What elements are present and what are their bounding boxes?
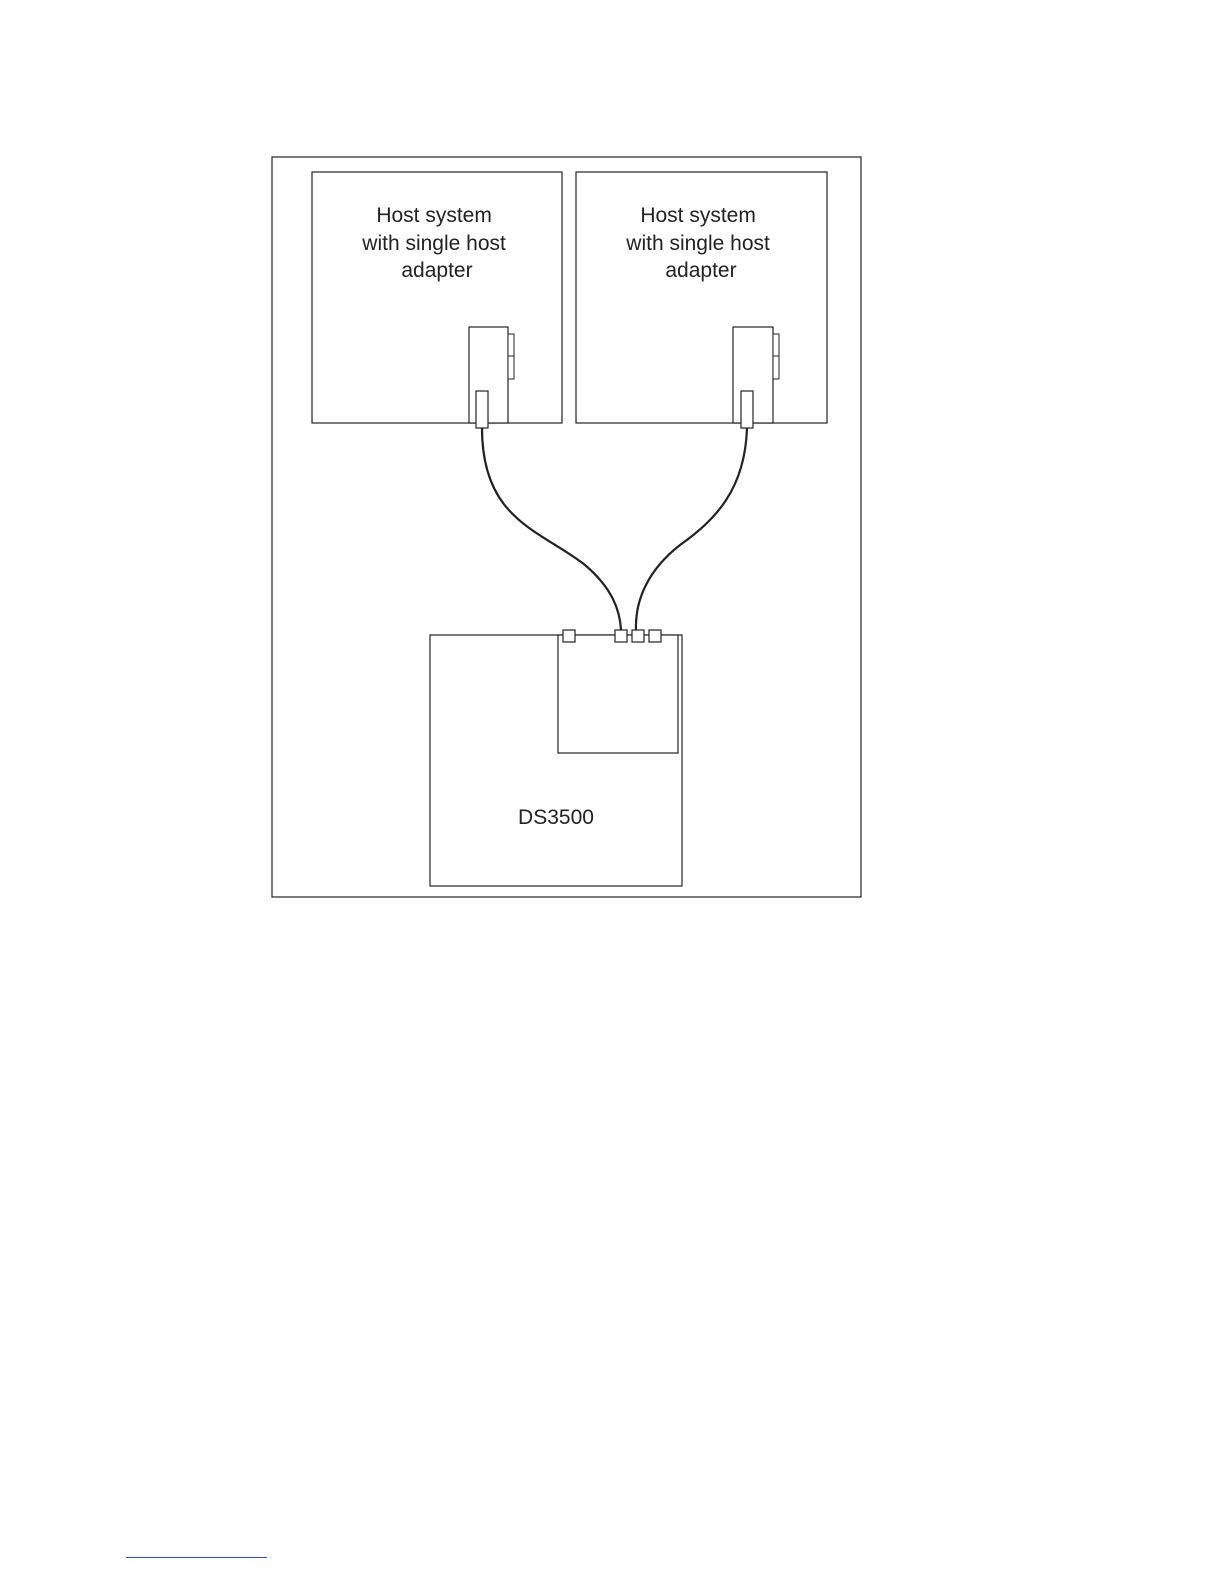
host-2-adapter-port: [741, 391, 753, 428]
host-2-label-line-3: adapter: [665, 259, 736, 282]
footer-rule: [126, 1557, 267, 1558]
host-system-1: Host system with single host adapter: [312, 172, 562, 428]
host-2-adapter: [733, 327, 779, 428]
host-system-2: Host system with single host adapter: [576, 172, 827, 428]
host-1-adapter: [469, 327, 514, 428]
ds3500-port-3: [632, 630, 644, 642]
host-1-adapter-port: [476, 391, 488, 428]
host-2-label-line-1: Host system: [640, 204, 756, 227]
host-1-label-line-2: with single host: [361, 232, 506, 255]
ds3500-controller: [558, 635, 678, 753]
host-1-label-line-1: Host system: [376, 204, 492, 227]
ds3500-port-2: [615, 630, 627, 642]
host-2-label-line-2: with single host: [625, 232, 770, 255]
cable-host-1-to-storage: [482, 428, 621, 630]
ds3500-label: DS3500: [518, 806, 594, 829]
ds3500-storage: DS3500: [430, 630, 682, 886]
cable-host-2-to-storage: [636, 428, 747, 630]
ds3500-port-4: [649, 630, 661, 642]
ds3500-port-1: [563, 630, 575, 642]
host-1-label-line-3: adapter: [401, 259, 472, 282]
